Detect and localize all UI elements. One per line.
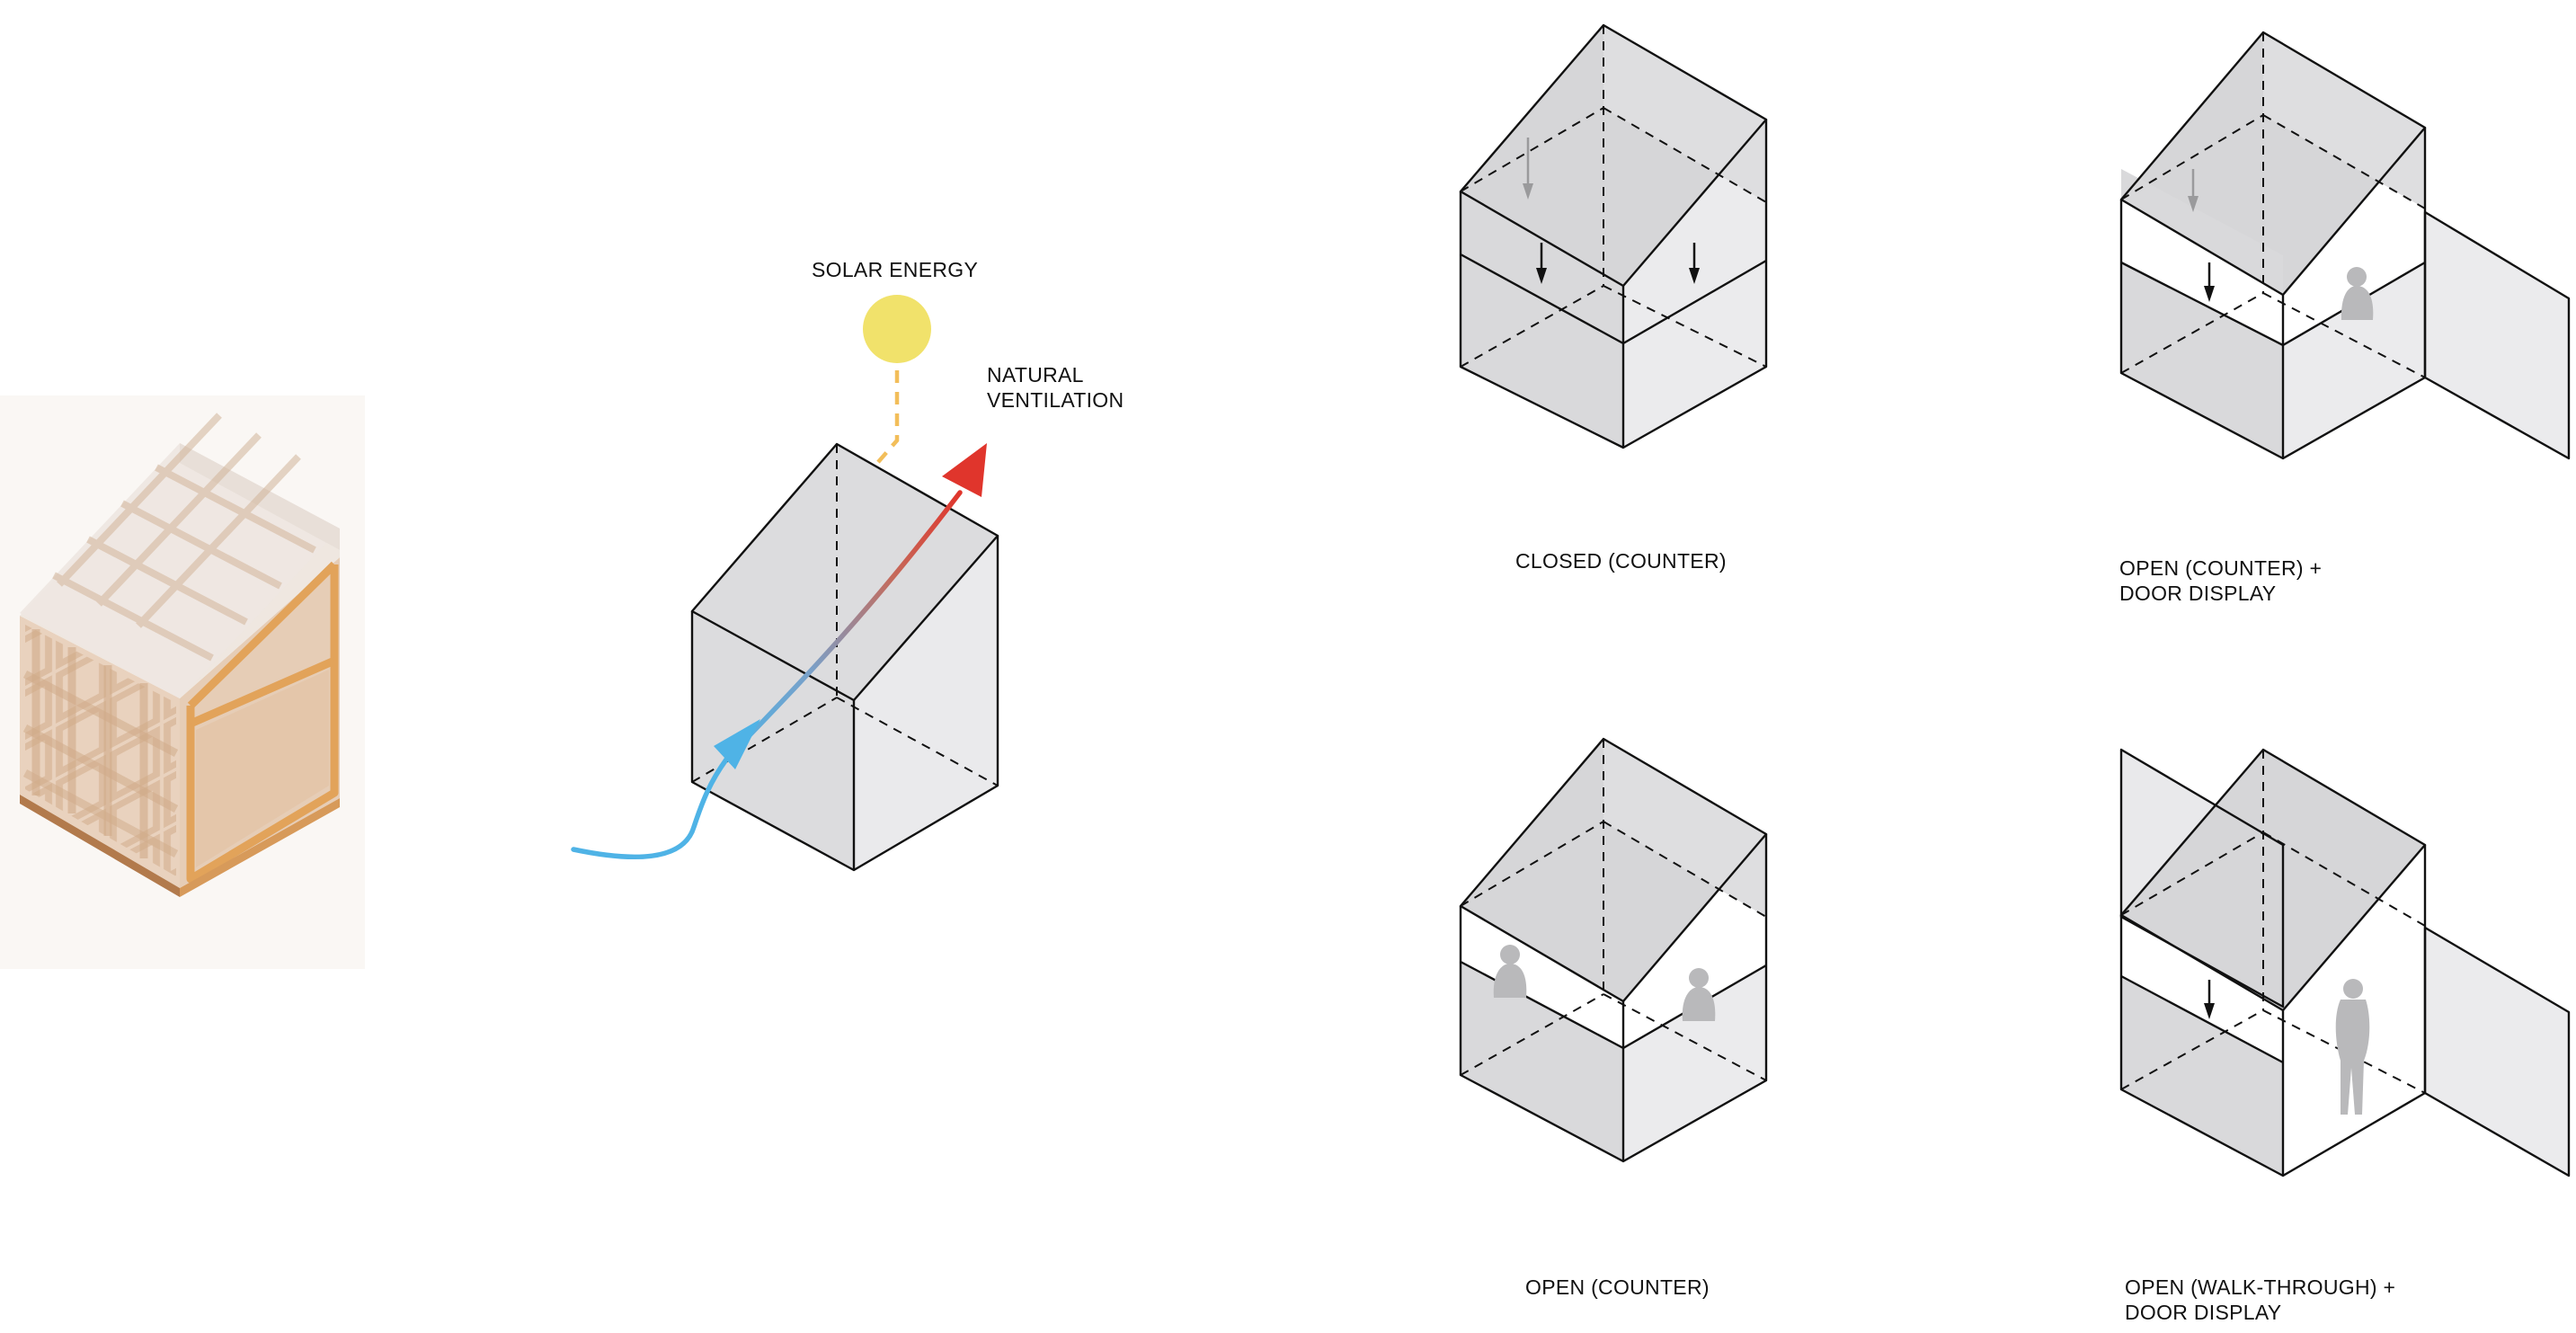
natural-ventilation-label: NATURAL VENTILATION (987, 362, 1124, 413)
config-label-line: DOOR DISPLAY (2119, 582, 2277, 605)
config-label-open-walkthrough-door: OPEN (WALK-THROUGH) + DOOR DISPLAY (2125, 1275, 2395, 1325)
sun-icon (863, 295, 931, 363)
energy-diagram (571, 295, 999, 872)
config-label-open-counter: OPEN (COUNTER) (1525, 1275, 1710, 1300)
config-label-line: DOOR DISPLAY (2125, 1301, 2282, 1324)
person-icon (2341, 267, 2374, 320)
down-arrow-icon (2204, 980, 2215, 1019)
config-label-closed-counter: CLOSED (COUNTER) (1515, 548, 1727, 573)
config-label-line: CLOSED (COUNTER) (1515, 549, 1727, 573)
config-open-counter (1459, 737, 1768, 1163)
config-closed-counter (1459, 23, 1768, 449)
warm-air-arrowhead (942, 443, 987, 497)
config-label-line: OPEN (COUNTER) (1525, 1275, 1710, 1299)
solar-energy-label: SOLAR ENERGY (812, 258, 979, 281)
box-outline (690, 442, 999, 872)
down-arrow-icon (2188, 169, 2215, 302)
cool-air-arrowhead (714, 719, 760, 769)
config-label-line: OPEN (COUNTER) + (2119, 556, 2323, 580)
pavilion-render (0, 395, 365, 969)
config-label-line: OPEN (WALK-THROUGH) + (2125, 1275, 2396, 1299)
config-label-open-counter-door: OPEN (COUNTER) + DOOR DISPLAY (2119, 555, 2322, 606)
solar-ray-arrow (773, 370, 900, 582)
natural-ventilation-line-2: VENTILATION (987, 388, 1124, 412)
person-icon (1493, 945, 1716, 1021)
down-arrow-icon (1523, 138, 1700, 284)
person-icon (2335, 979, 2370, 1115)
box-hidden-edges (691, 444, 999, 786)
natural-ventilation-line-1: NATURAL (987, 363, 1084, 387)
ventilation-inflow (571, 757, 729, 860)
config-open-counter-door (2119, 31, 2571, 460)
config-open-walkthrough-door (2119, 748, 2571, 1177)
